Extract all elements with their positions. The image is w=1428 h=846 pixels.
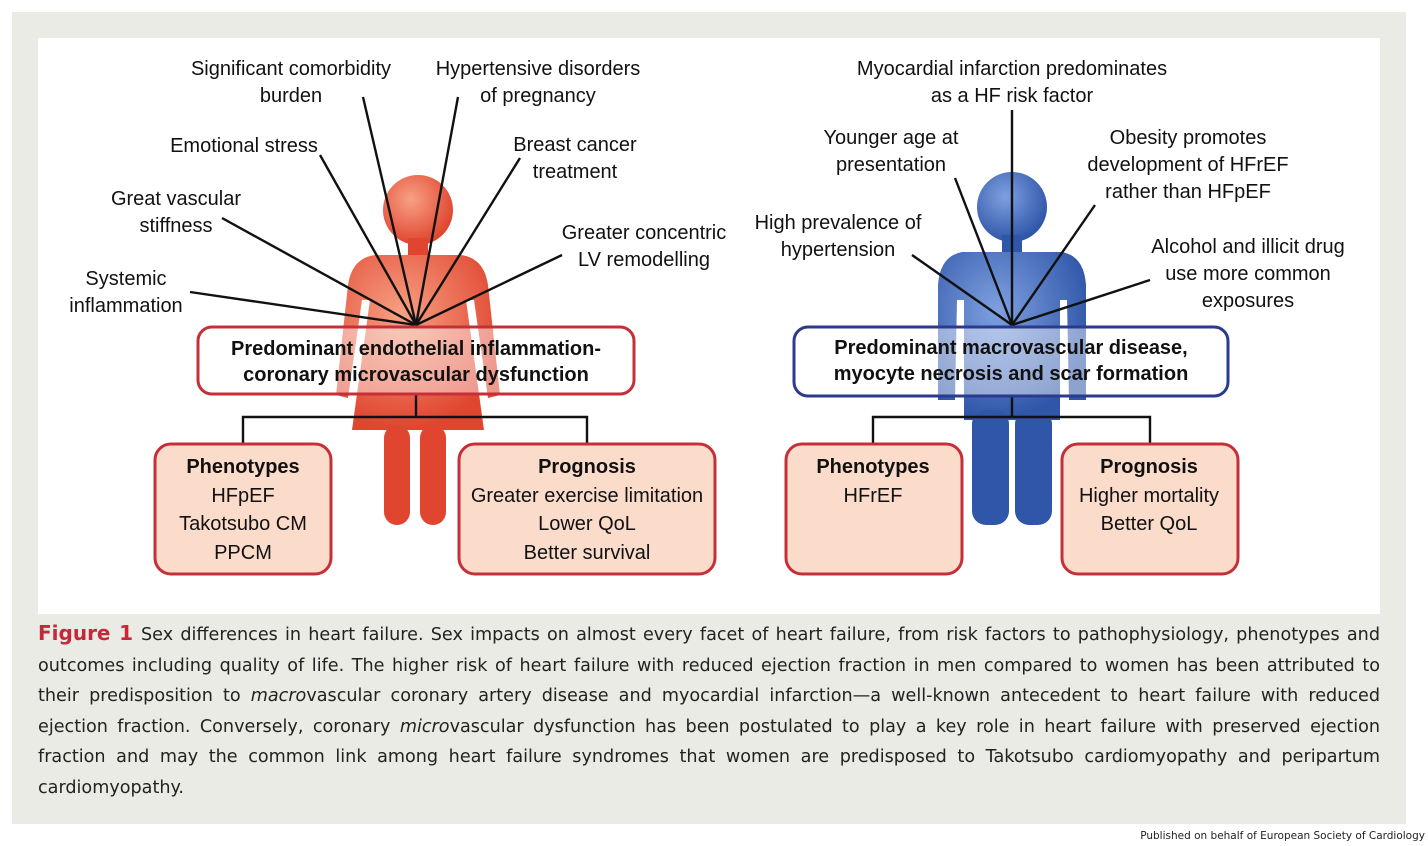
risk-factor-emotional-stress: Emotional stress (170, 135, 318, 157)
female-phenotypes-text: Phenotypes HFpEF Takotsubo CM PPCM (179, 456, 307, 564)
male-phenotypes-text: Phenotypes HFrEF (816, 456, 930, 507)
sex-differences-diagram (153, 96, 1240, 576)
male-prognosis-text: Prognosis Higher mortality Better QoL (1078, 456, 1220, 535)
female-mechanism-text: Predominant endothelial inflammation-cor… (230, 338, 602, 386)
male-prognosis-box (1060, 442, 1240, 576)
female-figure (336, 175, 500, 525)
male-mechanism-box (792, 325, 1230, 398)
female-prognosis-text: Prognosis Greater exercise limitation Lo… (470, 456, 704, 564)
figure-label: Figure 1 (38, 621, 134, 645)
male-figure (938, 172, 1086, 525)
left-risk-lines (189, 96, 563, 327)
male-phenotypes-box (784, 442, 964, 576)
male-mechanism-text: Predominant macrovascular disease,myocyt… (833, 337, 1189, 385)
publisher-footer: Published on behalf of European Society … (1140, 830, 1425, 842)
female-mechanism-box (196, 325, 636, 396)
female-prognosis-box (457, 442, 717, 576)
connectors (241, 393, 1152, 447)
female-phenotypes-box (153, 442, 333, 576)
right-risk-lines (911, 110, 1151, 327)
